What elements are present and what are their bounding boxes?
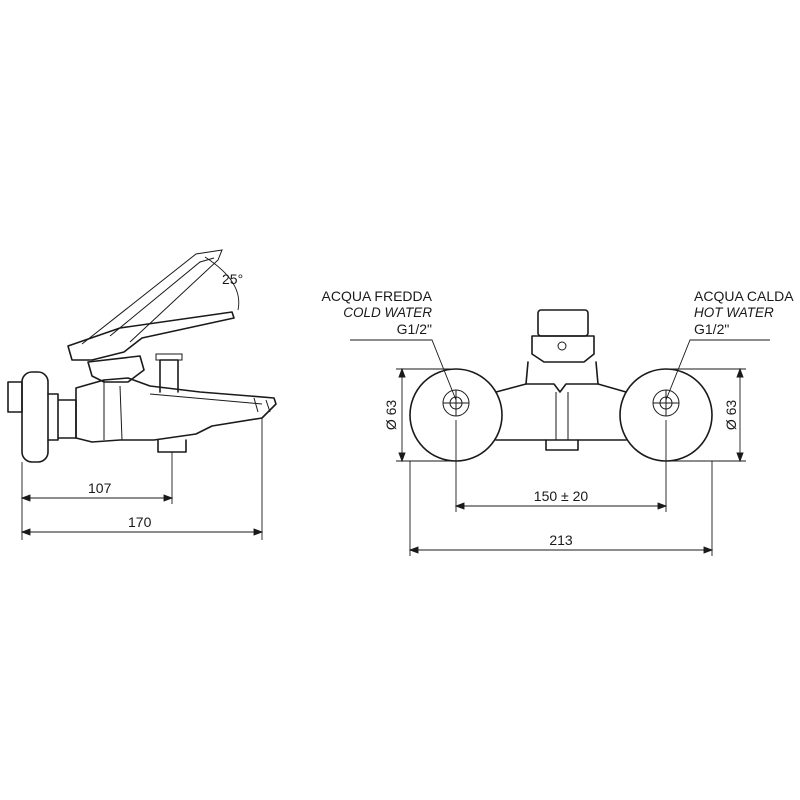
hex-nut — [47, 393, 77, 441]
body-inner-line — [103, 380, 263, 441]
mixer-body — [75, 377, 277, 443]
dim-dia-right-ext — [666, 368, 746, 462]
dim-total-arrows — [408, 546, 714, 554]
dim-dia-left-arrows — [398, 367, 406, 463]
hot-inlet-cross — [653, 390, 679, 416]
dim-centers-ext — [455, 420, 667, 512]
dim-dia-left-label: Ø 63 — [383, 400, 399, 431]
cold-label-line3: G1/2" — [397, 321, 432, 337]
front-diverter-body — [531, 335, 595, 363]
front-body-bar — [495, 383, 627, 441]
front-diverter-pin — [557, 341, 567, 351]
lever-closed — [67, 311, 235, 361]
hot-label-line1: ACQUA CALDA — [694, 288, 794, 304]
lever-open — [81, 249, 223, 345]
dim-centers-label: 150 ± 20 — [534, 488, 589, 504]
front-neck — [525, 361, 599, 385]
front-diverter-cap — [537, 309, 589, 337]
hot-leader — [665, 339, 770, 401]
dim-centers-arrows — [454, 502, 668, 510]
dim-total-label: 213 — [549, 532, 573, 548]
hot-label-line2: HOT WATER — [694, 305, 774, 320]
wall-flange — [21, 371, 49, 463]
front-view — [350, 309, 770, 556]
cold-leader — [350, 339, 457, 401]
dim-170-arrows — [20, 528, 264, 536]
side-view — [7, 249, 277, 540]
spout-outlet — [157, 439, 187, 453]
front-body-split — [555, 392, 569, 440]
lever-base — [87, 355, 145, 383]
dim-dia-left-ext — [396, 368, 456, 462]
dim-dia-right-arrows — [736, 367, 744, 463]
dim-107-arrows — [20, 494, 174, 502]
spout-lip — [253, 397, 271, 413]
dim-107-label: 107 — [88, 480, 112, 496]
angle-label: 25° — [222, 271, 243, 287]
front-spout-outlet — [545, 439, 579, 451]
dim-170-label: 170 — [128, 514, 152, 530]
cold-inlet-cross — [443, 390, 469, 416]
dim-total-ext — [409, 461, 713, 556]
wall-connector-stub — [7, 381, 23, 413]
hot-label-line3: G1/2" — [694, 321, 729, 337]
dim-dia-right-label: Ø 63 — [723, 400, 739, 431]
lever-open-inner — [109, 257, 215, 337]
angle-arc — [204, 256, 240, 311]
cold-label-line1: ACQUA FREDDA — [322, 288, 433, 304]
diverter-cap — [155, 353, 183, 361]
cold-label-line2: COLD WATER — [343, 305, 432, 320]
